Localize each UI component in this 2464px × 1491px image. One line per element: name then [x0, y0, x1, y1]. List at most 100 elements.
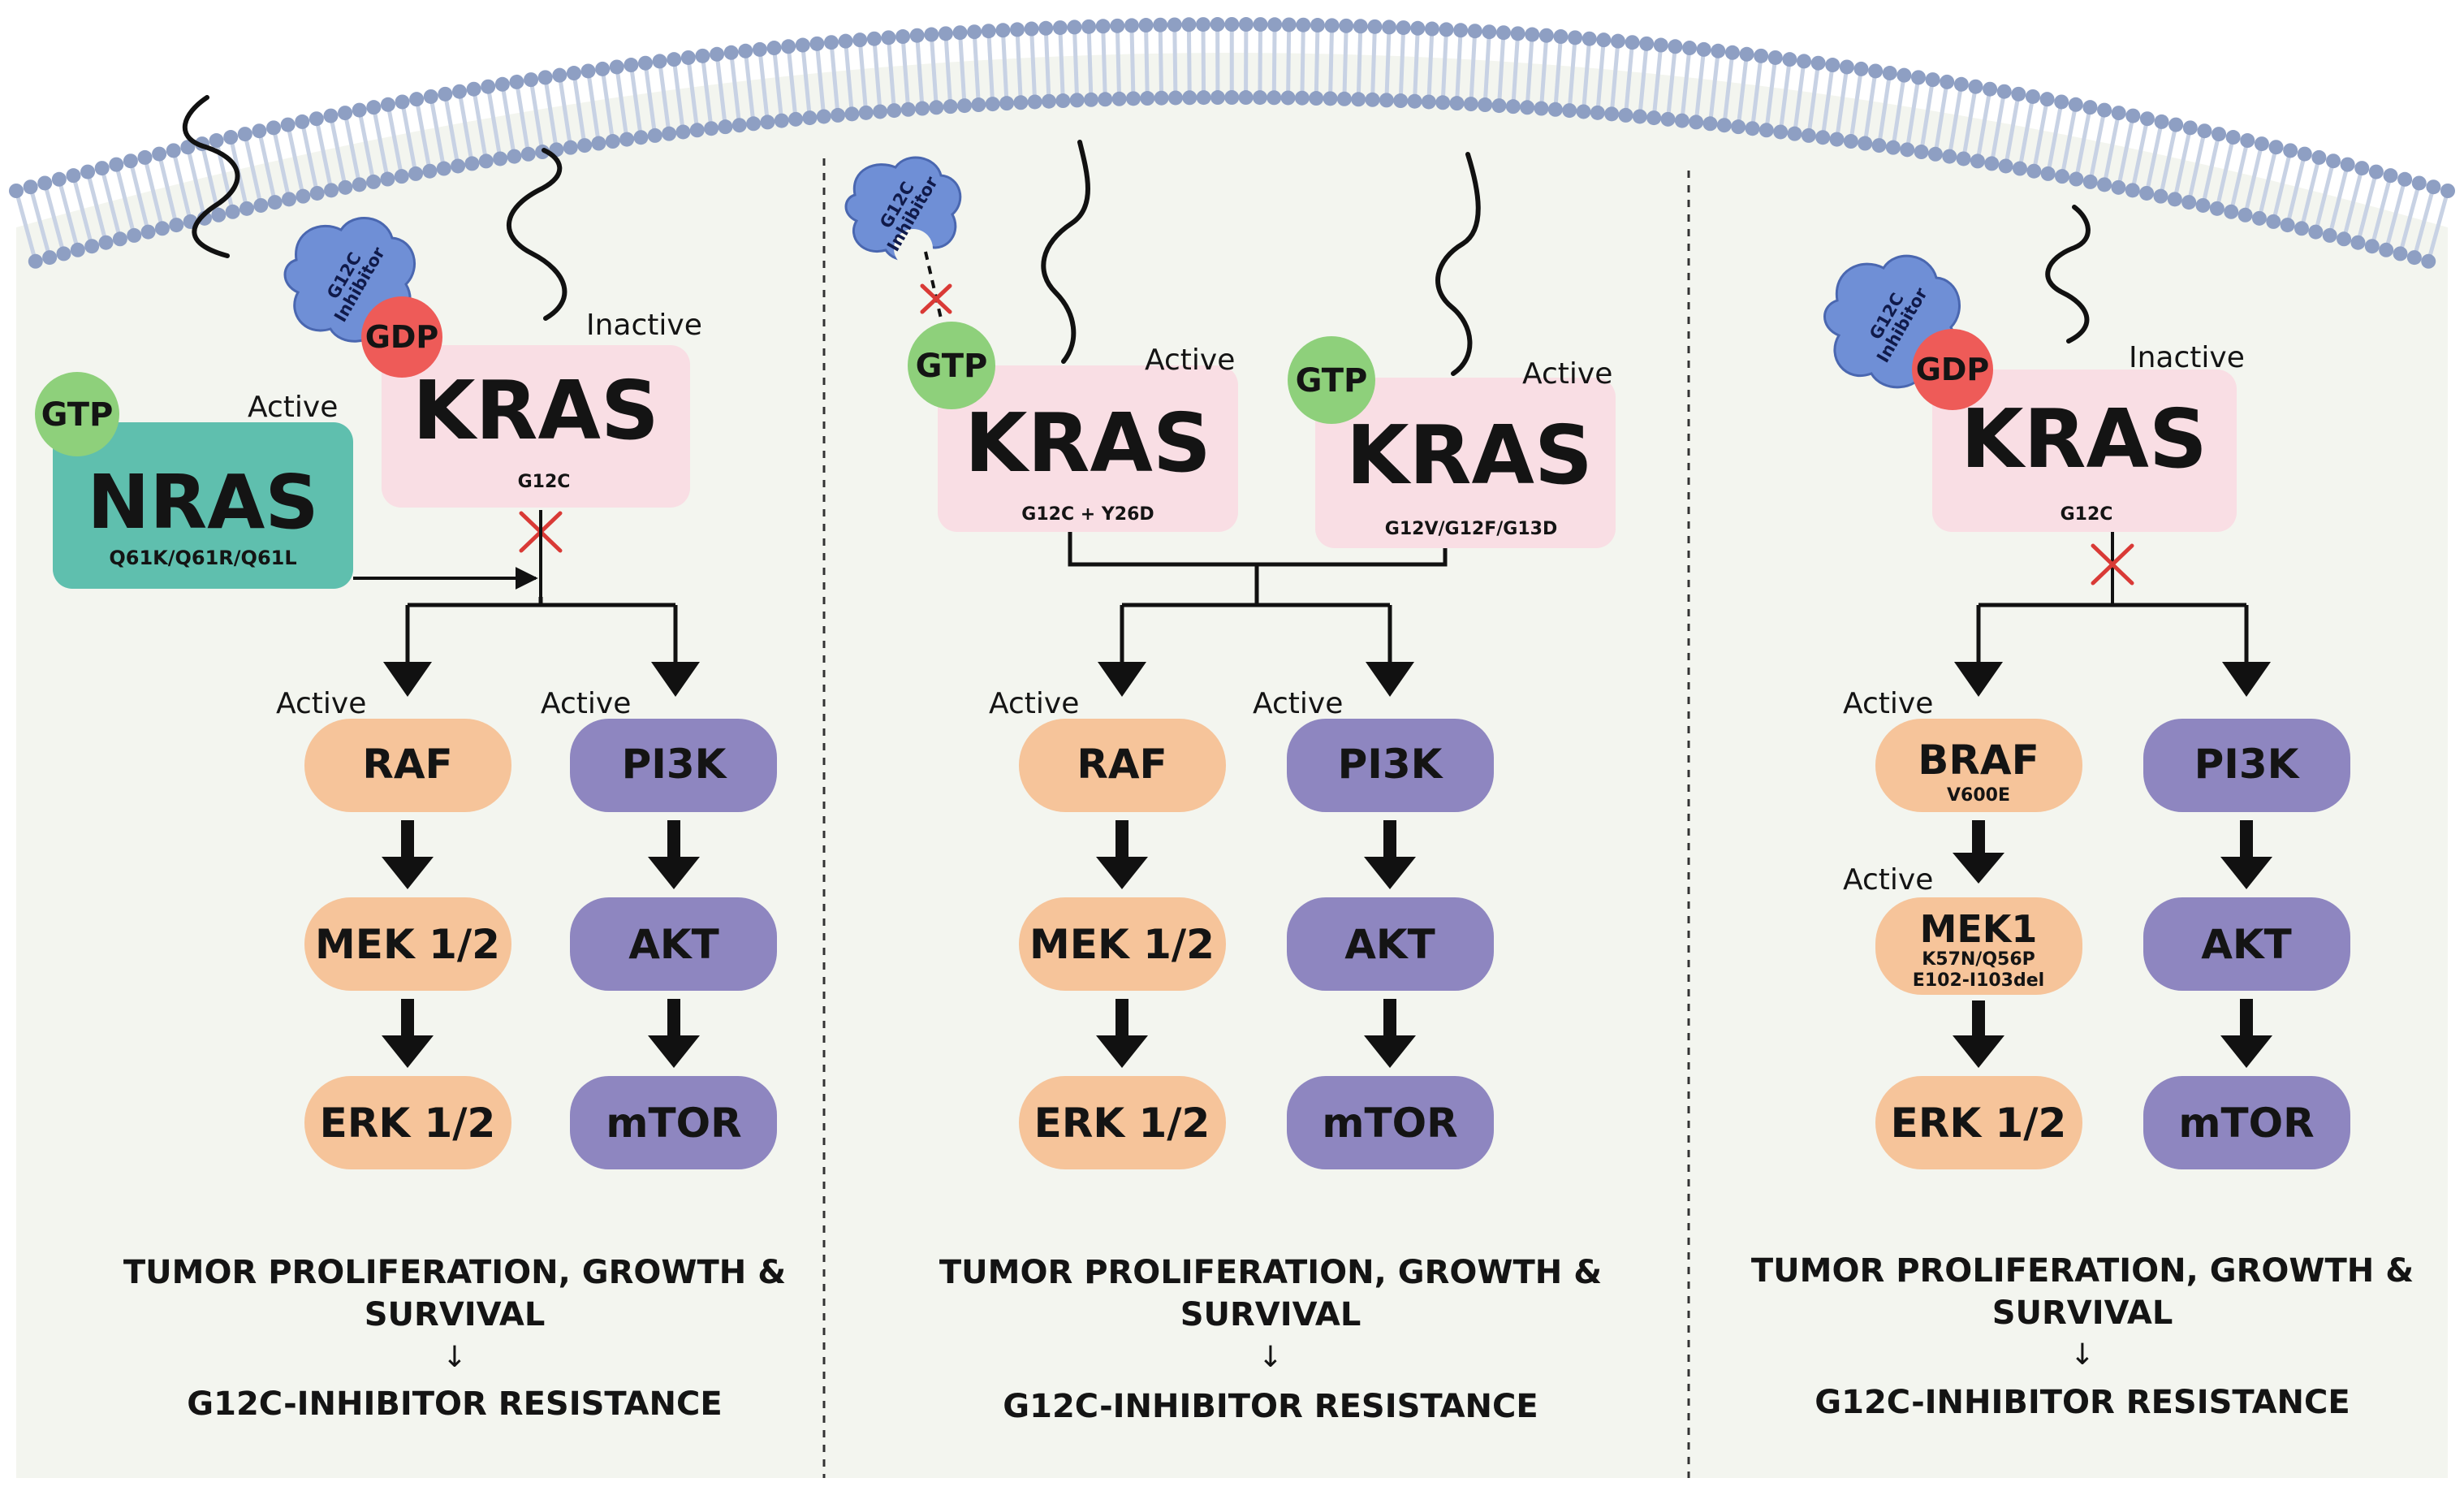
lipid-head — [28, 253, 43, 269]
lipid-head — [895, 29, 911, 45]
lipid-tail — [543, 76, 559, 150]
lipid-tail — [57, 179, 80, 251]
lipid-head — [1253, 17, 1268, 32]
lipid-tail — [257, 130, 278, 203]
cascade-arrows-panel1 — [382, 820, 700, 1068]
lipid-tail — [1158, 24, 1164, 98]
lipid-head — [943, 99, 958, 115]
lipid-tail — [557, 75, 573, 149]
lipid-head — [338, 179, 353, 195]
lipid-tail — [1947, 84, 1964, 158]
lipid-tail — [929, 34, 939, 108]
kras-box-panel2b — [1315, 378, 1616, 548]
lipid-head — [1081, 19, 1097, 34]
panel-kras-secondary: G12CInhibitor KRAS G12C + Y26D Active GT… — [844, 156, 1616, 1425]
mek-label: MEK 1/2 — [315, 921, 500, 968]
lipid-head — [723, 45, 739, 60]
lipid-head — [1639, 36, 1655, 51]
raf-node — [304, 719, 511, 812]
lipid-head — [2167, 192, 2182, 207]
lipid-head — [1711, 43, 1726, 58]
lipid-head — [438, 86, 453, 102]
lipid-head — [1970, 153, 1985, 169]
lipid-tail — [2426, 190, 2450, 262]
lipid-tail — [786, 46, 798, 120]
lipid-head — [1167, 90, 1183, 106]
lipid-head — [981, 24, 996, 39]
lipid-head — [1167, 17, 1182, 32]
lipid-tail — [2243, 143, 2264, 216]
lipid-head — [436, 161, 451, 176]
lipid-head — [1267, 90, 1282, 106]
lipid-head — [1353, 19, 1368, 34]
lipid-head — [409, 92, 425, 107]
lipid-head — [94, 161, 110, 176]
lipid-head — [2225, 130, 2241, 145]
lipid-head — [647, 127, 662, 143]
lipid-head — [338, 106, 353, 121]
outcome-arrow: ↓ — [442, 1341, 467, 1374]
lipid-head — [967, 24, 982, 40]
inhibitor-binding-dash — [924, 251, 945, 330]
lipid-tail — [243, 133, 263, 206]
lipid-tail — [1511, 33, 1521, 107]
lipid-tail — [2257, 146, 2278, 219]
lipid-head — [1154, 90, 1169, 106]
lipid-head — [2406, 250, 2422, 266]
lipid-tail — [1000, 30, 1009, 104]
lipid-head — [1653, 37, 1668, 53]
lipid-head — [637, 55, 653, 71]
kras-mutation-panel2a: G12C + Y26D — [1021, 504, 1154, 525]
lipid-tail — [1440, 29, 1449, 103]
lipid-head — [51, 171, 67, 187]
lipid-tail — [586, 71, 601, 144]
kras-label-panel2a: KRAS — [964, 395, 1211, 491]
lipid-head — [619, 132, 635, 147]
lipid-head — [1505, 99, 1521, 115]
lipid-head — [1996, 84, 2012, 99]
lipid-head — [2240, 133, 2255, 149]
lipid-tail — [1497, 32, 1506, 106]
lipid-head — [2337, 231, 2352, 247]
lipid-head — [1125, 91, 1141, 106]
mtor-node — [2143, 1076, 2350, 1169]
kras-box-panel2a — [938, 365, 1238, 532]
lipid-head — [464, 156, 480, 171]
lipid-head — [924, 27, 939, 42]
lipid-head — [537, 70, 553, 85]
lipid-head — [112, 231, 127, 247]
lipid-tail — [1029, 28, 1038, 102]
mek-label: MEK 1/2 — [1029, 921, 1215, 968]
lipid-head — [253, 197, 269, 213]
raf-label: RAF — [362, 741, 452, 788]
lipid-head — [42, 250, 58, 266]
lipid-tail — [1469, 31, 1478, 105]
outcome-line2: SURVIVAL — [1992, 1294, 2173, 1332]
resistance-label: G12C-INHIBITOR RESISTANCE — [187, 1385, 722, 1423]
lipid-head — [795, 37, 810, 53]
lipid-head — [1098, 92, 1113, 107]
lipid-head — [1538, 28, 1554, 43]
lipid-tail — [2229, 140, 2250, 213]
akt-label: AKT — [1344, 921, 1435, 968]
lipid-head — [123, 153, 138, 169]
lipid-tail — [1849, 68, 1863, 142]
lipid-head — [1568, 30, 1583, 45]
kras-label-panel2b: KRAS — [1346, 408, 1593, 503]
lipid-tail — [286, 124, 305, 197]
kras-box-panel3 — [1932, 370, 2237, 532]
lipid-head — [1547, 102, 1563, 117]
lipid-head — [1482, 24, 1497, 40]
lipid-tail — [514, 81, 531, 155]
lipid-tail — [2398, 182, 2422, 255]
lipid-tail — [1286, 24, 1292, 98]
lipid-head — [752, 41, 767, 57]
lipid-head — [1280, 90, 1296, 106]
lipid-tail — [1342, 25, 1349, 99]
lipid-head — [1731, 119, 1746, 135]
pi3k-label: PI3K — [2194, 741, 2301, 788]
lipid-head — [1069, 93, 1085, 108]
lipid-head — [595, 61, 611, 76]
lipid-head — [2168, 117, 2184, 132]
lipid-head — [324, 183, 339, 198]
